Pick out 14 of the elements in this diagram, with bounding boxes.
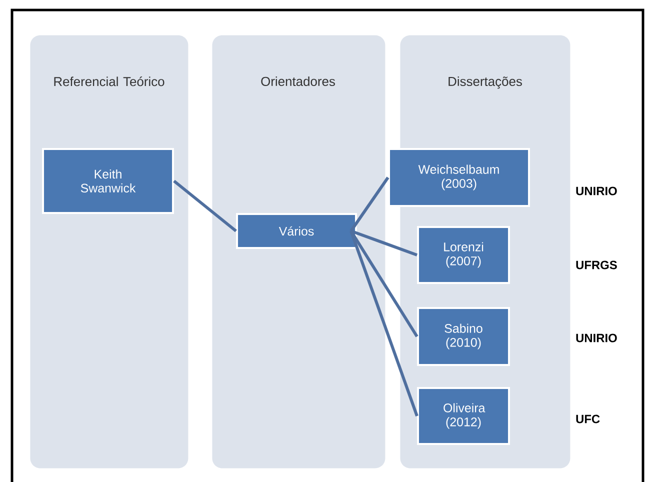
institution-label: UFC	[576, 414, 600, 424]
connector-line	[173, 180, 237, 232]
author-box: Vários	[236, 213, 357, 249]
institution-label: UNIRIO	[576, 186, 617, 196]
connector-line	[350, 230, 418, 416]
author-box: Lorenzi (2007)	[417, 226, 510, 284]
author-box: Weichselbaum (2003)	[388, 148, 530, 207]
institution-label: UFRGS	[576, 260, 617, 270]
connector-line	[350, 176, 390, 232]
institution-label: UNIRIO	[576, 334, 617, 342]
author-box: Oliveira (2012)	[417, 387, 510, 445]
author-box: Sabino (2010)	[417, 307, 510, 366]
connector-line	[350, 230, 418, 256]
author-box: Keith Swanwick	[42, 148, 174, 214]
